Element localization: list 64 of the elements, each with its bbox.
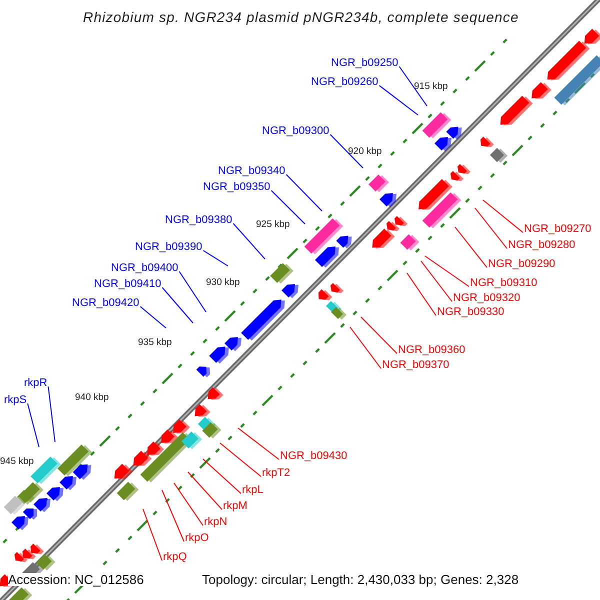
gene-label: rkpQ (163, 552, 187, 562)
gene-label: NGR_b09270 (524, 224, 592, 234)
gene-label: rkpO (185, 532, 209, 544)
leader-line (398, 66, 428, 106)
gene-label: rkpM (223, 500, 248, 512)
scale-label: 915 kbp (414, 82, 448, 92)
scale-label: 935 kbp (138, 338, 172, 348)
gene-label: NGR_b09300 (262, 126, 330, 136)
leader-line (178, 271, 206, 312)
topology-text: Topology: circular; Length: 2,430,033 bp; Genes: 2,328 (202, 573, 519, 586)
leader-line (140, 306, 166, 328)
leader-line (270, 190, 306, 224)
gene-label: NGR_b09310 (470, 278, 538, 288)
title: Rhizobium sp. NGR234 plasmid pNGR234b, complete sequence (83, 10, 519, 24)
leader-line (482, 200, 524, 233)
leader-line (474, 208, 508, 249)
gene-label: NGR_b09280 (508, 240, 576, 250)
gene-label: NGR_b09330 (437, 306, 504, 318)
gene-label: NGR_b09350 (203, 182, 270, 192)
leader-line (238, 428, 280, 460)
gene-label: NGR_b09420 (72, 298, 140, 308)
gene-label: rkpL (242, 484, 264, 496)
gene-label: NGR_b09290 (488, 258, 556, 270)
leader-line (330, 134, 364, 168)
gene-label: rkpT2 (262, 468, 290, 478)
gene-label: rkpN (204, 516, 228, 528)
gene-label: NGR_b09360 (398, 344, 466, 356)
gene-label: rkpR (24, 378, 48, 388)
leader-line (142, 508, 162, 561)
gene-label: NGR_b09260 (311, 76, 378, 88)
leader-line (350, 326, 382, 369)
gene-label: NGR_b09370 (382, 360, 450, 370)
gene-label: NGR_b09250 (331, 58, 398, 68)
leader-line (232, 223, 266, 260)
scale-label: 930 kbp (206, 278, 240, 288)
leader-line (188, 472, 222, 510)
gene-label: NGR_b09400 (111, 262, 178, 274)
gene-label: NGR_b09410 (94, 278, 162, 290)
gene-label: NGR_b09380 (165, 214, 232, 226)
leader-line (202, 458, 242, 494)
gene-label: NGR_b09430 (280, 450, 348, 462)
leader-line (162, 287, 194, 324)
leader-line (162, 490, 184, 542)
leader-line (406, 272, 436, 316)
leader-line (286, 174, 322, 212)
gene-label: NGR_b09340 (218, 166, 286, 176)
leader-line (220, 442, 262, 477)
leader-line (378, 85, 418, 116)
accession-text: Accession: NC_012586 (8, 573, 144, 586)
scale-label: 920 kbp (348, 147, 382, 156)
leader-line (420, 260, 452, 302)
leader-line (454, 226, 488, 268)
gene-label: NGR_b09390 (135, 242, 202, 252)
leader-line (202, 250, 228, 266)
gene-label: NGR_b09320 (453, 292, 520, 304)
scale-label: 940 kbp (75, 393, 109, 402)
leader-line (27, 403, 40, 448)
leader-line (48, 386, 56, 442)
leader-line (424, 256, 470, 287)
scale-label: 925 kbp (256, 220, 290, 230)
scale-label: 945 kbp (0, 457, 34, 466)
gene-label: rkpS (4, 394, 27, 406)
leader-line (360, 316, 398, 354)
leader-line (174, 482, 204, 526)
